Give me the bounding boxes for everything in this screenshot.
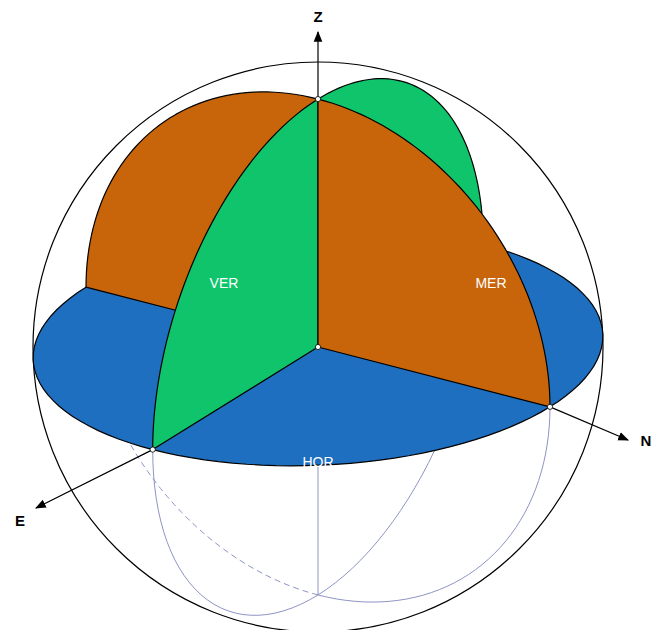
axis-label: Z xyxy=(313,8,322,25)
sphere-outline xyxy=(33,62,603,630)
points xyxy=(150,96,552,452)
axis-label: E xyxy=(15,512,25,529)
axis-label: N xyxy=(641,432,652,449)
plane-label: HOR xyxy=(302,454,333,470)
plane-label: MER xyxy=(475,275,506,291)
point xyxy=(150,447,155,452)
point xyxy=(315,96,320,101)
point xyxy=(315,344,320,349)
vertical-plane-front xyxy=(153,99,318,450)
axes xyxy=(36,32,628,508)
meridian-plane-front xyxy=(318,99,550,407)
plane-label: VER xyxy=(210,275,239,291)
point xyxy=(547,404,552,409)
